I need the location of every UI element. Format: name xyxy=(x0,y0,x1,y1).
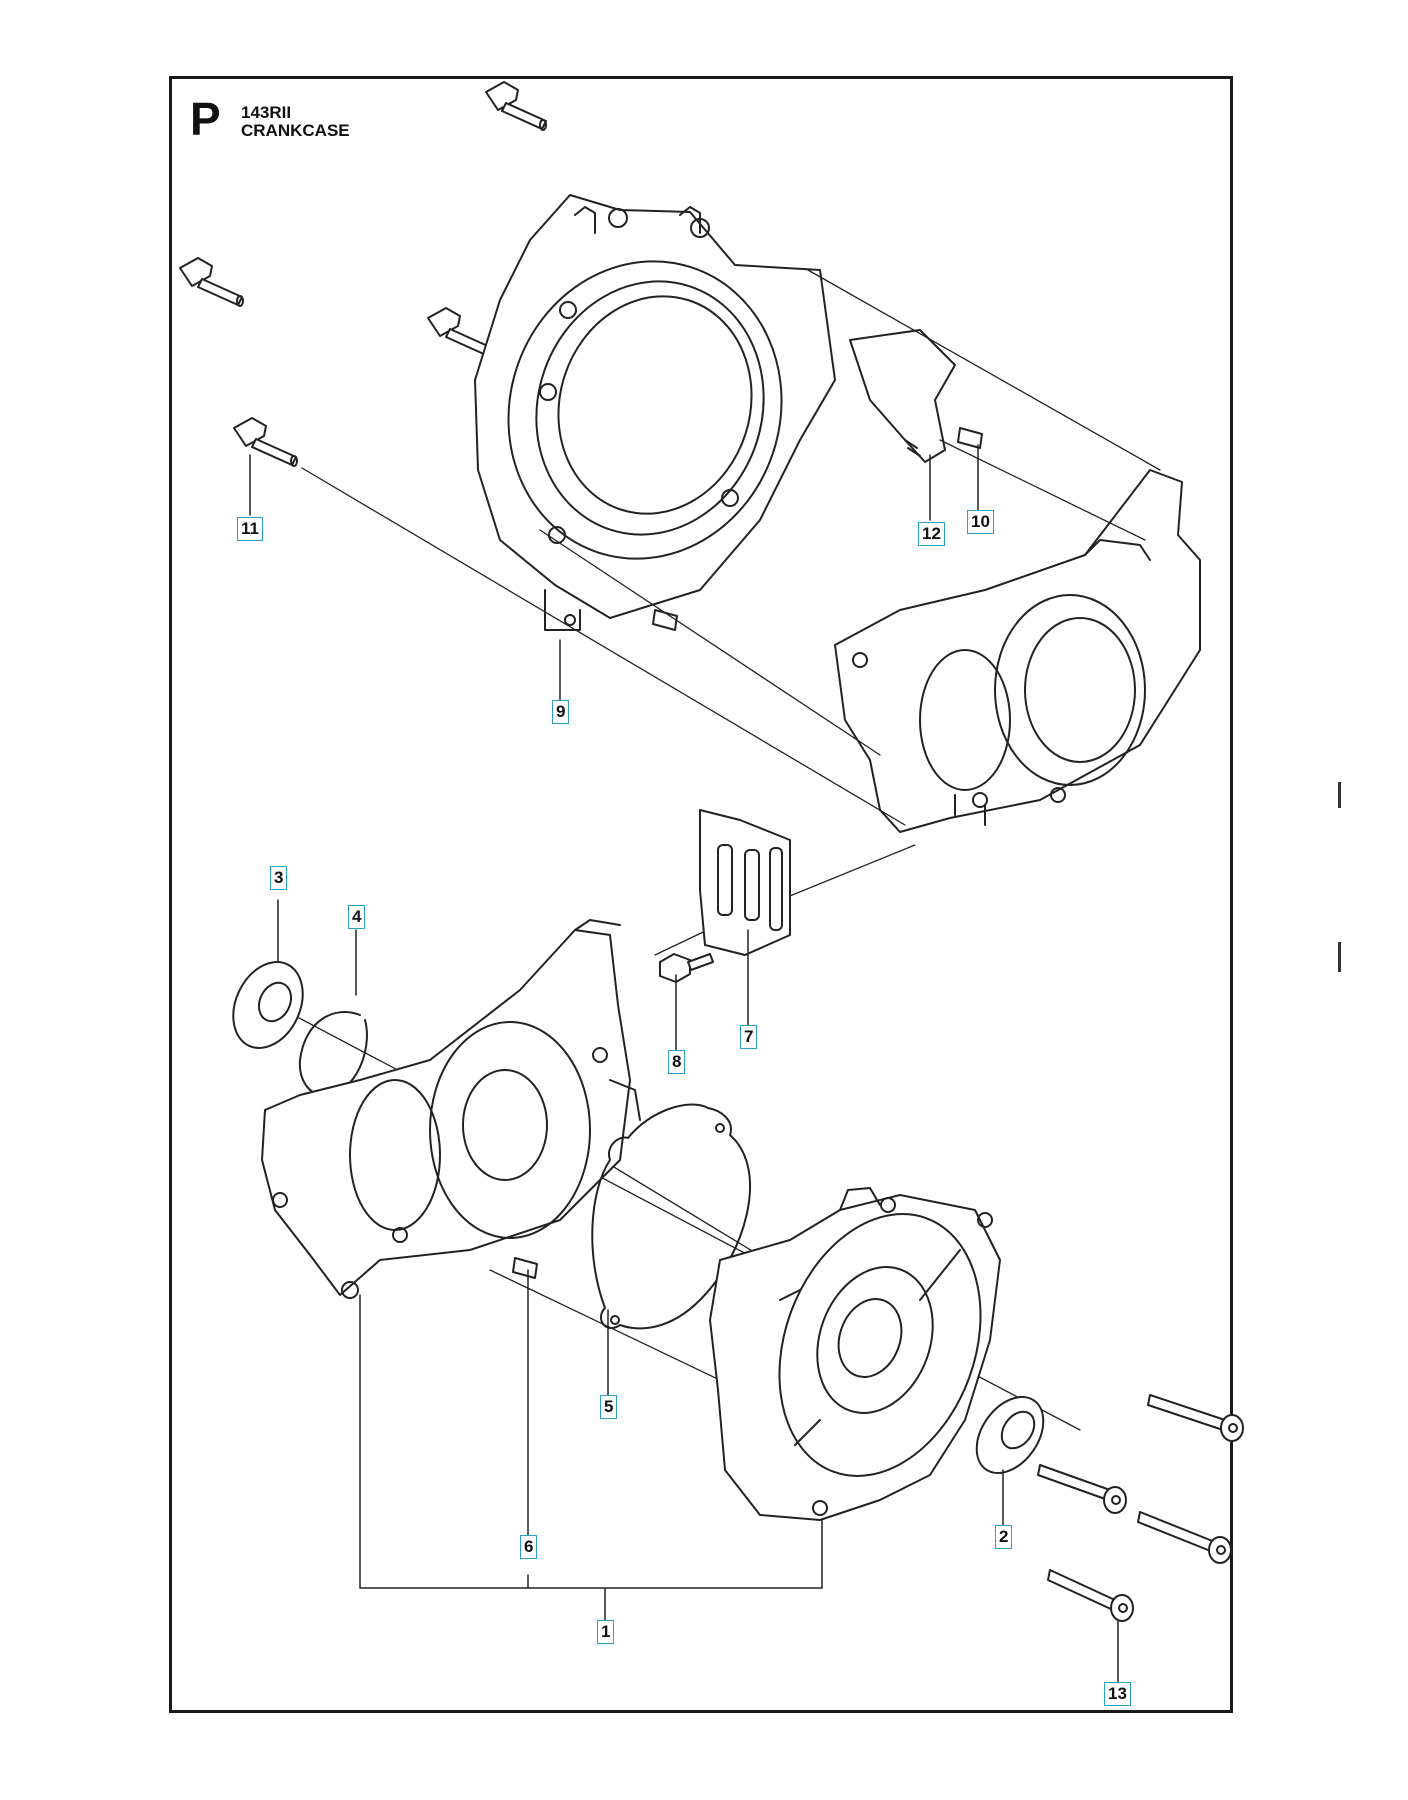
screw-8 xyxy=(659,953,714,983)
crankcase-right-half-lower xyxy=(709,1187,1001,1521)
screw-left-1 xyxy=(179,257,244,307)
screw-top xyxy=(485,81,547,131)
gasket-5 xyxy=(591,1103,751,1330)
leader-lines xyxy=(249,444,1119,1683)
callout-7[interactable]: 7 xyxy=(740,1025,758,1049)
circlip-4 xyxy=(298,1011,368,1097)
screw-lower-2 xyxy=(1037,1464,1127,1514)
screw-lower-1 xyxy=(1147,1394,1244,1442)
callout-13[interactable]: 13 xyxy=(1104,1682,1131,1706)
pin-9 xyxy=(652,609,678,631)
page-title: CRANKCASE xyxy=(241,121,350,140)
callout-11[interactable]: 11 xyxy=(237,517,263,541)
callout-12[interactable]: 12 xyxy=(918,522,945,546)
seal-2 xyxy=(975,1396,1045,1474)
callout-3[interactable]: 3 xyxy=(270,866,288,890)
crankcase-right-half-upper xyxy=(834,469,1201,833)
crankcase-left-half-lower xyxy=(261,919,641,1299)
diagram-frame xyxy=(169,76,1233,1713)
callout-6[interactable]: 6 xyxy=(520,1535,538,1559)
screw-lower-3 xyxy=(1137,1511,1232,1564)
screw-left-2 xyxy=(427,307,492,357)
callout-10[interactable]: 10 xyxy=(967,510,994,534)
screw-11 xyxy=(233,417,298,467)
callout-2[interactable]: 2 xyxy=(995,1525,1013,1549)
gasket-7 xyxy=(699,809,791,956)
section-letter: P xyxy=(190,93,221,145)
crankcase-upper-housing xyxy=(474,194,836,631)
page-edge-mark xyxy=(1338,782,1341,808)
callout-9[interactable]: 9 xyxy=(552,700,570,724)
callout-8[interactable]: 8 xyxy=(668,1050,686,1074)
pin-10 xyxy=(957,427,983,449)
cover-plate-12 xyxy=(849,329,956,463)
seal-3 xyxy=(232,961,304,1049)
callout-4[interactable]: 4 xyxy=(348,905,366,929)
screw-13 xyxy=(1047,1569,1134,1622)
page-edge-mark xyxy=(1338,942,1341,972)
model-number: 143RII xyxy=(241,103,292,122)
callout-1[interactable]: 1 xyxy=(597,1620,615,1644)
callout-5[interactable]: 5 xyxy=(600,1395,618,1419)
pin-6 xyxy=(512,1257,538,1279)
